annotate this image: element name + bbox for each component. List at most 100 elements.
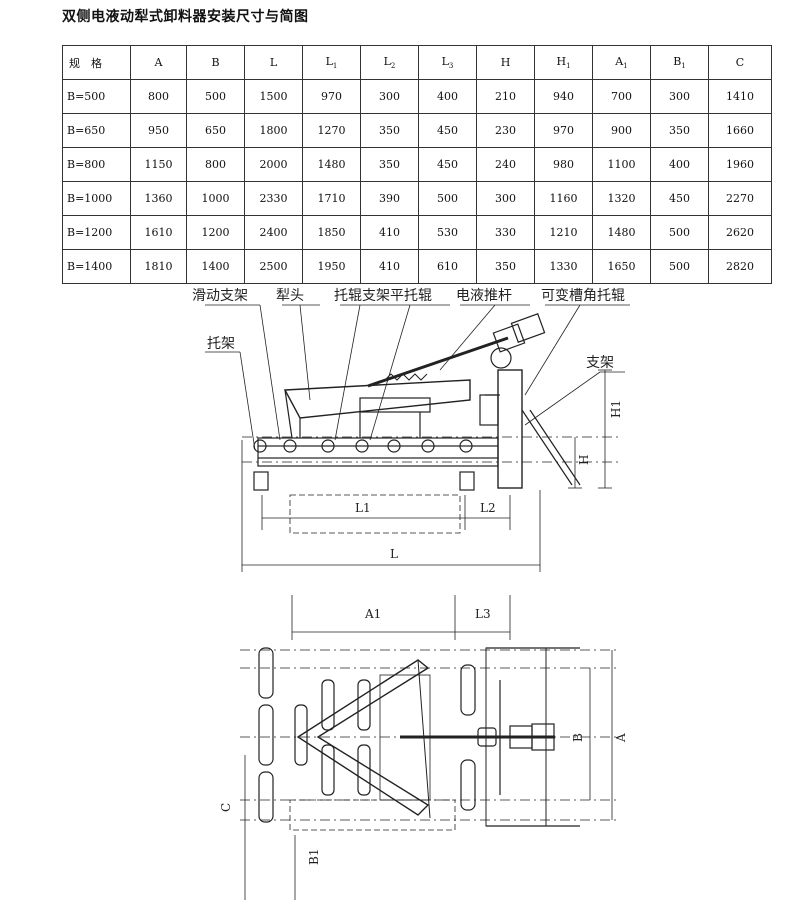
column-header-base: L bbox=[325, 54, 333, 68]
column-header: A bbox=[130, 45, 187, 80]
table-cell: 2000 bbox=[244, 147, 303, 182]
table-cell: 450 bbox=[418, 147, 477, 182]
table-cell: 650 bbox=[186, 113, 245, 148]
table-cell: 1100 bbox=[592, 147, 651, 182]
table-cell: 1160 bbox=[534, 181, 593, 216]
table-cell: 1850 bbox=[302, 215, 361, 250]
technical-drawing: H1 H L1 L2 L A1 L3 B A C B1 bbox=[205, 304, 630, 900]
column-header-base: H bbox=[500, 56, 511, 69]
table-cell: 700 bbox=[592, 79, 651, 114]
table-cell: 1480 bbox=[302, 147, 361, 182]
column-header-base: C bbox=[735, 56, 745, 69]
table-cell: 1650 bbox=[592, 249, 651, 284]
column-header-base: L bbox=[269, 56, 278, 69]
table-cell: 2620 bbox=[708, 215, 772, 250]
table-cell: 300 bbox=[476, 181, 535, 216]
column-header: B1 bbox=[650, 45, 709, 80]
column-header-base: H bbox=[556, 54, 567, 68]
column-header-sub: 2 bbox=[390, 62, 396, 71]
table-cell: 450 bbox=[418, 113, 477, 148]
row-spec-label: B=500 bbox=[62, 79, 131, 114]
table-cell: 970 bbox=[302, 79, 361, 114]
table-cell: 350 bbox=[360, 113, 419, 148]
row-spec-label: B=1400 bbox=[62, 249, 131, 284]
column-header: L1 bbox=[302, 45, 361, 80]
table-cell: 1710 bbox=[302, 181, 361, 216]
column-header-base: B bbox=[211, 56, 220, 69]
label-support-frame: 支架 bbox=[586, 355, 614, 371]
column-header: H bbox=[476, 45, 535, 80]
table-cell: 1610 bbox=[130, 215, 187, 250]
dimension-labels: H1 H L1 L2 L A1 L3 B A C B1 bbox=[219, 400, 628, 865]
table-cell: 350 bbox=[650, 113, 709, 148]
table-cell: 950 bbox=[130, 113, 187, 148]
column-header-base: 规 格 bbox=[69, 56, 102, 70]
table-cell: 500 bbox=[186, 79, 245, 114]
top-dimensions bbox=[244, 595, 613, 900]
label-plow-head: 犁头 bbox=[276, 288, 304, 304]
column-header-base: L bbox=[441, 54, 449, 68]
table-cell: 330 bbox=[476, 215, 535, 250]
dim-L2: L2 bbox=[480, 501, 496, 515]
column-header-base: A bbox=[154, 56, 163, 69]
table-cell: 410 bbox=[360, 215, 419, 250]
table-cell: 1210 bbox=[534, 215, 593, 250]
table-cell: 1320 bbox=[592, 181, 651, 216]
table-cell: 2820 bbox=[708, 249, 772, 284]
table-cell: 2270 bbox=[708, 181, 772, 216]
table-cell: 800 bbox=[186, 147, 245, 182]
dim-A1: A1 bbox=[364, 607, 381, 621]
column-header: L bbox=[244, 45, 303, 80]
table-cell: 230 bbox=[476, 113, 535, 148]
column-header-base: B bbox=[673, 54, 682, 68]
row-spec-label: B=1200 bbox=[62, 215, 131, 250]
column-header-sub: 1 bbox=[681, 62, 686, 71]
column-header-base: A bbox=[615, 54, 624, 68]
dim-B1: B1 bbox=[307, 849, 321, 865]
row-spec-label: B=800 bbox=[62, 147, 131, 182]
table-cell: 1270 bbox=[302, 113, 361, 148]
table-cell: 2500 bbox=[244, 249, 303, 284]
label-idler-frame-flat: 托辊支架平托辊 bbox=[334, 288, 432, 304]
table-cell: 410 bbox=[360, 249, 419, 284]
table-cell: 1410 bbox=[708, 79, 772, 114]
table-cell: 980 bbox=[534, 147, 593, 182]
dim-L1: L1 bbox=[355, 501, 371, 515]
table-cell: 900 bbox=[592, 113, 651, 148]
table-cell: 390 bbox=[360, 181, 419, 216]
side-view bbox=[205, 304, 630, 572]
label-hydraulic-pusher: 电液推杆 bbox=[456, 288, 512, 304]
column-header: B bbox=[186, 45, 245, 80]
table-cell: 300 bbox=[650, 79, 709, 114]
table-cell: 1800 bbox=[244, 113, 303, 148]
column-header: 规 格 bbox=[62, 45, 131, 80]
dim-L3: L3 bbox=[475, 607, 491, 621]
table-cell: 1660 bbox=[708, 113, 772, 148]
table-cell: 1810 bbox=[130, 249, 187, 284]
table-cell: 400 bbox=[650, 147, 709, 182]
dim-B: B bbox=[571, 733, 585, 742]
label-slide-frame: 滑动支架 bbox=[192, 288, 248, 304]
table-cell: 1400 bbox=[186, 249, 245, 284]
column-header: C bbox=[708, 45, 772, 80]
table-cell: 800 bbox=[130, 79, 187, 114]
table-cell: 940 bbox=[534, 79, 593, 114]
table-cell: 450 bbox=[650, 181, 709, 216]
dim-H1: H1 bbox=[609, 400, 623, 418]
table-cell: 530 bbox=[418, 215, 477, 250]
table-cell: 1960 bbox=[708, 147, 772, 182]
table-cell: 1950 bbox=[302, 249, 361, 284]
column-header: A1 bbox=[592, 45, 651, 80]
column-header: L3 bbox=[418, 45, 477, 80]
column-header-sub: 1 bbox=[623, 62, 628, 71]
table-cell: 1200 bbox=[186, 215, 245, 250]
table-cell: 1150 bbox=[130, 147, 187, 182]
table-cell: 1000 bbox=[186, 181, 245, 216]
dim-L: L bbox=[390, 547, 398, 561]
